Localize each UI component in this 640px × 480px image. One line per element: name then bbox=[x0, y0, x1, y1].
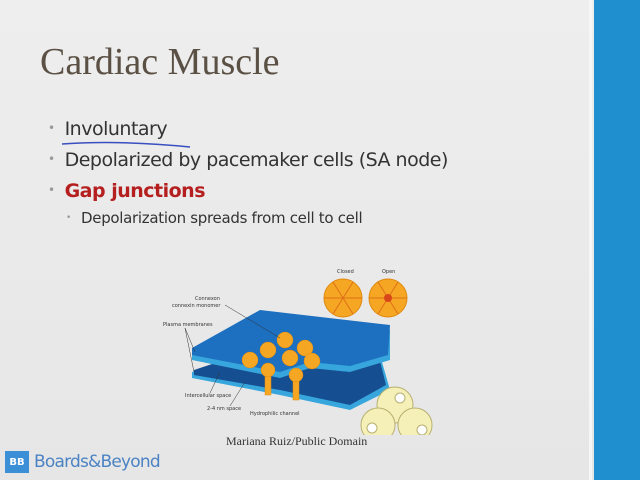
bullet-depolarized: • Depolarized by pacemaker cells (SA node… bbox=[48, 149, 448, 171]
slide-title: Cardiac Muscle bbox=[40, 41, 280, 83]
sub-bullet-spread: • Depolarization spreads from cell to cel… bbox=[66, 209, 363, 227]
logo-mark-text: BB bbox=[9, 456, 25, 468]
gap-junction-diagram: Closed Open Connexon connexin monomer Pl… bbox=[163, 269, 433, 435]
right-divider-line bbox=[589, 0, 592, 480]
cells-icon bbox=[360, 386, 433, 435]
logo-mark-icon: BB bbox=[5, 451, 29, 473]
bullet-involuntary: • Involuntary bbox=[48, 118, 168, 140]
label-closed: Closed bbox=[337, 269, 354, 275]
handwritten-underline bbox=[61, 141, 191, 148]
bullet-icon: • bbox=[48, 183, 55, 197]
label-monomer: connexin monomer bbox=[172, 303, 221, 309]
label-connexon: Connexon bbox=[195, 296, 220, 302]
bullet-icon: • bbox=[48, 121, 55, 135]
logo-text: Boards&Beyond bbox=[34, 452, 161, 472]
bullet-icon: • bbox=[48, 152, 55, 166]
boards-beyond-logo: BB Boards&Beyond bbox=[5, 451, 161, 473]
image-credit: Mariana Ruiz/Public Domain bbox=[226, 434, 368, 448]
label-open: Open bbox=[382, 269, 395, 275]
label-intercellular: Intercellular space bbox=[185, 393, 231, 399]
bullet-text: Involuntary bbox=[64, 118, 168, 140]
connexon-closed-icon bbox=[323, 278, 363, 318]
label-gap: 2-4 nm space bbox=[207, 406, 241, 412]
label-membranes: Plasma membranes bbox=[163, 322, 213, 328]
bullet-text: Depolarized by pacemaker cells (SA node) bbox=[64, 149, 449, 171]
sub-bullet-text: Depolarization spreads from cell to cell bbox=[81, 209, 363, 227]
bullet-icon: • bbox=[66, 213, 72, 223]
bullet-text: Gap junctions bbox=[64, 180, 206, 202]
connexons bbox=[241, 331, 321, 401]
right-accent-bar bbox=[594, 0, 640, 480]
label-channel: Hydrophilic channel bbox=[250, 411, 300, 417]
connexon-open-icon bbox=[368, 278, 408, 318]
bullet-gap-junctions: • Gap junctions bbox=[48, 180, 206, 202]
